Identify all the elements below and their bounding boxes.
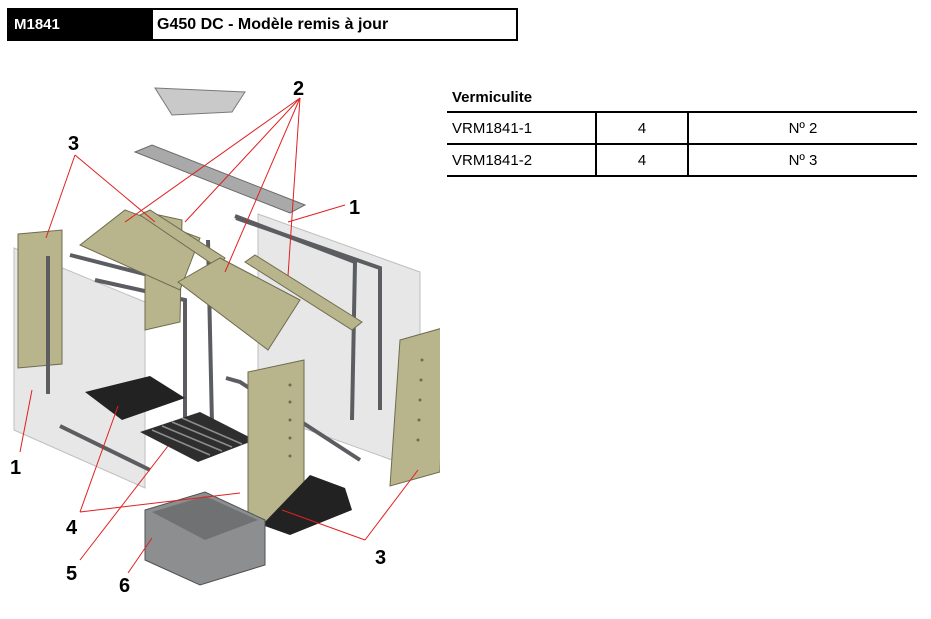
callout-label: 4 bbox=[66, 517, 78, 539]
brick-left-rear bbox=[17, 229, 63, 369]
part-qty: 4 bbox=[595, 143, 688, 177]
brick-top-left-b bbox=[139, 209, 226, 269]
parts-table-title: Vermiculite bbox=[452, 89, 533, 106]
floor-pad-right bbox=[262, 475, 352, 535]
part-qty: 4 bbox=[595, 111, 688, 145]
brick-holes bbox=[288, 383, 292, 458]
brick-right-front bbox=[389, 328, 440, 487]
floor-pad-left bbox=[85, 376, 185, 420]
part-ref: VRM1841-2 bbox=[447, 143, 596, 177]
brick-holes-right bbox=[416, 358, 424, 442]
part-ref: VRM1841-1 bbox=[447, 111, 596, 145]
model-title: G450 DC - Modèle remis à jour bbox=[157, 16, 389, 33]
baffle-tube bbox=[133, 144, 307, 214]
callout-label: 6 bbox=[119, 575, 130, 597]
part-position: Nº 2 bbox=[687, 111, 917, 145]
callout-label: 2 bbox=[293, 78, 304, 100]
model-code: M1841 bbox=[9, 10, 153, 39]
callout-label: 1 bbox=[349, 197, 360, 219]
document-header: M1841 G450 DC - Modèle remis à jour bbox=[7, 8, 518, 41]
part-position: Nº 3 bbox=[687, 143, 917, 177]
grate bbox=[140, 412, 255, 462]
ash-pan bbox=[144, 491, 266, 586]
callout-label: 1 bbox=[10, 457, 21, 479]
top-deflector bbox=[154, 87, 246, 116]
brick-top-right bbox=[244, 254, 363, 331]
table-row: VRM1841-1 4 Nº 2 bbox=[447, 111, 917, 145]
leader-lines bbox=[19, 97, 419, 574]
callout-label: 3 bbox=[375, 547, 386, 569]
metal-frame bbox=[46, 214, 382, 472]
callout-label: 3 bbox=[68, 133, 79, 155]
table-row: VRM1841-2 4 Nº 3 bbox=[447, 143, 917, 177]
brick-top-center bbox=[177, 257, 301, 351]
callout-label: 5 bbox=[66, 563, 77, 585]
exploded-view-diagram: 2 3 1 1 4 5 6 3 bbox=[10, 78, 440, 597]
parts-table: VRM1841-1 4 Nº 2 VRM1841-2 4 Nº 3 bbox=[447, 111, 917, 177]
